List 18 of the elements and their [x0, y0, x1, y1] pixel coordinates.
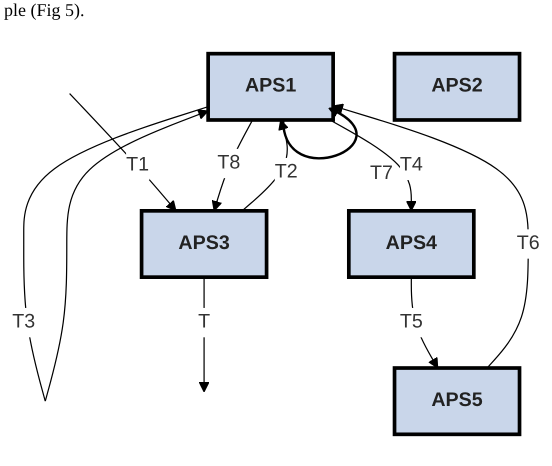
arrow [212, 120, 254, 212]
arrow [69, 93, 176, 212]
edge-label: T8 [217, 152, 240, 174]
loop-arrow [282, 107, 358, 160]
edge-label: T7 [370, 162, 393, 184]
edge-label: T6 [516, 232, 540, 254]
node-box: APS4 [346, 209, 476, 279]
edge-label: T4 [400, 154, 423, 176]
edge-label: T [198, 312, 210, 332]
note-text: ple (Fig 5). [4, 0, 84, 21]
node-box: APS2 [392, 52, 522, 122]
edge-label: T2 [274, 162, 298, 182]
edge-label: T5 [400, 312, 423, 332]
edge-label: T3 [12, 312, 36, 332]
node-box: APS3 [140, 209, 268, 279]
edge-label: T1 [126, 154, 149, 176]
node-box: APS5 [392, 366, 522, 436]
node-box: APS1 [206, 52, 335, 122]
